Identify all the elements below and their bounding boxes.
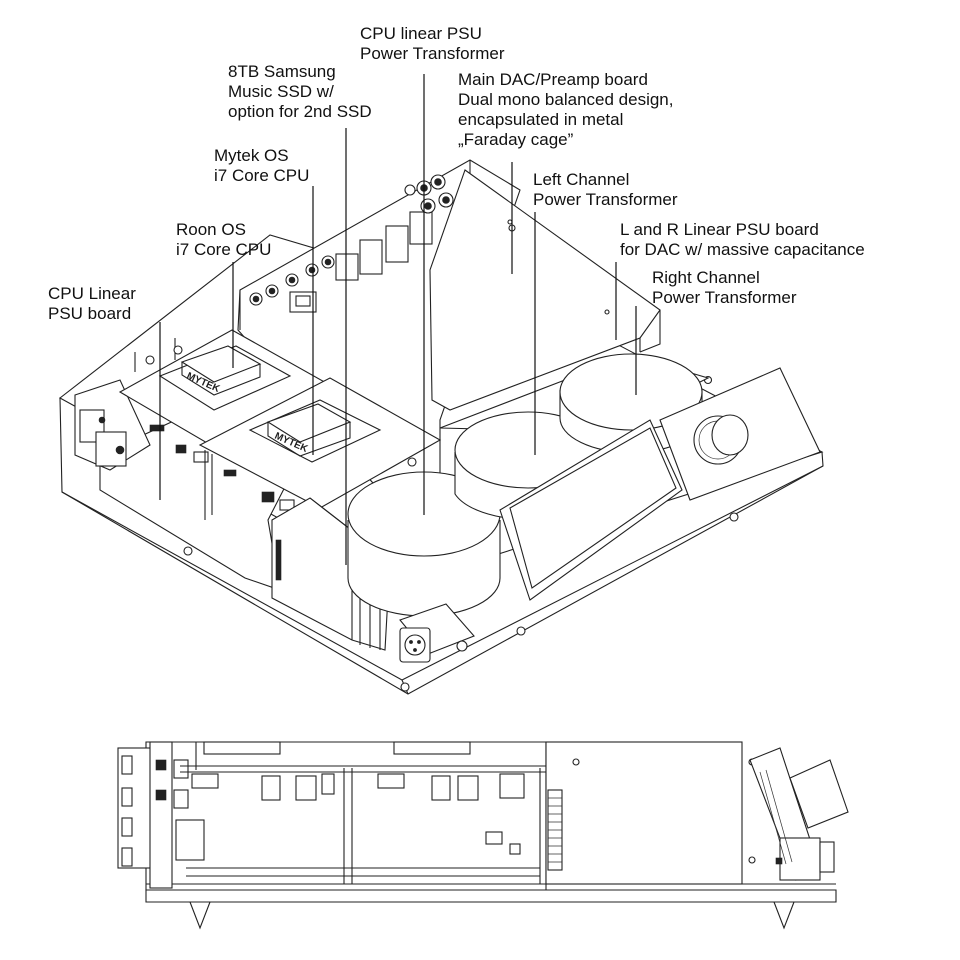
label-line: i7 Core CPU — [176, 240, 272, 259]
front-display-panel — [499, 419, 683, 601]
label-cpu-psu-board: CPU Linear PSU board — [48, 284, 136, 324]
label-mytek-cpu: Mytek OS i7 Core CPU — [214, 146, 309, 186]
label-line: Main DAC/Preamp board — [458, 70, 648, 89]
label-line: CPU linear PSU — [360, 24, 482, 43]
label-line: Left Channel — [533, 170, 630, 189]
label-lr-psu-board: L and R Linear PSU board for DAC w/ mass… — [620, 220, 865, 260]
isometric-view: MYTEK MYTEK — [59, 159, 824, 695]
label-line: „Faraday cage” — [458, 130, 574, 149]
leader-lines — [159, 74, 637, 565]
side-rear-panel — [117, 741, 205, 889]
label-line: Dual mono balanced design, — [458, 90, 674, 109]
front-knob-panel — [659, 367, 821, 501]
label-main-dac-board: Main DAC/Preamp board Dual mono balanced… — [458, 70, 673, 150]
label-line: Mytek OS — [214, 146, 289, 165]
label-line: 8TB Samsung — [228, 62, 336, 81]
label-left-channel-transformer: Left Channel Power Transformer — [533, 170, 678, 210]
label-line: Right Channel — [652, 268, 760, 287]
standoffs — [134, 338, 417, 467]
xlr-input-connector — [399, 603, 475, 663]
label-line: encapsulated in metal — [458, 110, 624, 129]
side-transformer-block — [545, 741, 756, 885]
label-line: L and R Linear PSU board — [620, 220, 819, 239]
ssd-drive — [271, 497, 391, 651]
mytek-cpu-module: MYTEK — [198, 377, 442, 520]
label-line: PSU board — [48, 304, 132, 323]
label-line: Roon OS — [176, 220, 246, 239]
label-line: Music SSD w/ — [228, 82, 334, 101]
label-line: option for 2nd SSD — [228, 102, 372, 121]
label-line: Power Transformer — [652, 288, 797, 307]
side-front-panel — [749, 747, 849, 881]
label-line: CPU Linear — [48, 284, 136, 303]
label-line: Power Transformer — [360, 44, 505, 63]
label-right-channel-transformer: Right Channel Power Transformer — [652, 268, 797, 308]
label-roon-cpu: Roon OS i7 Core CPU — [176, 220, 271, 260]
side-cpu-boards — [180, 741, 546, 884]
label-samsung-ssd: 8TB Samsung Music SSD w/ option for 2nd … — [228, 62, 372, 122]
label-line: for DAC w/ massive capacitance — [620, 240, 865, 259]
label-line: i7 Core CPU — [214, 166, 310, 185]
main-dac-board — [429, 169, 661, 411]
label-line: Power Transformer — [533, 190, 678, 209]
side-view — [117, 741, 849, 930]
label-cpu-psu-transformer: CPU linear PSU Power Transformer — [360, 24, 505, 64]
